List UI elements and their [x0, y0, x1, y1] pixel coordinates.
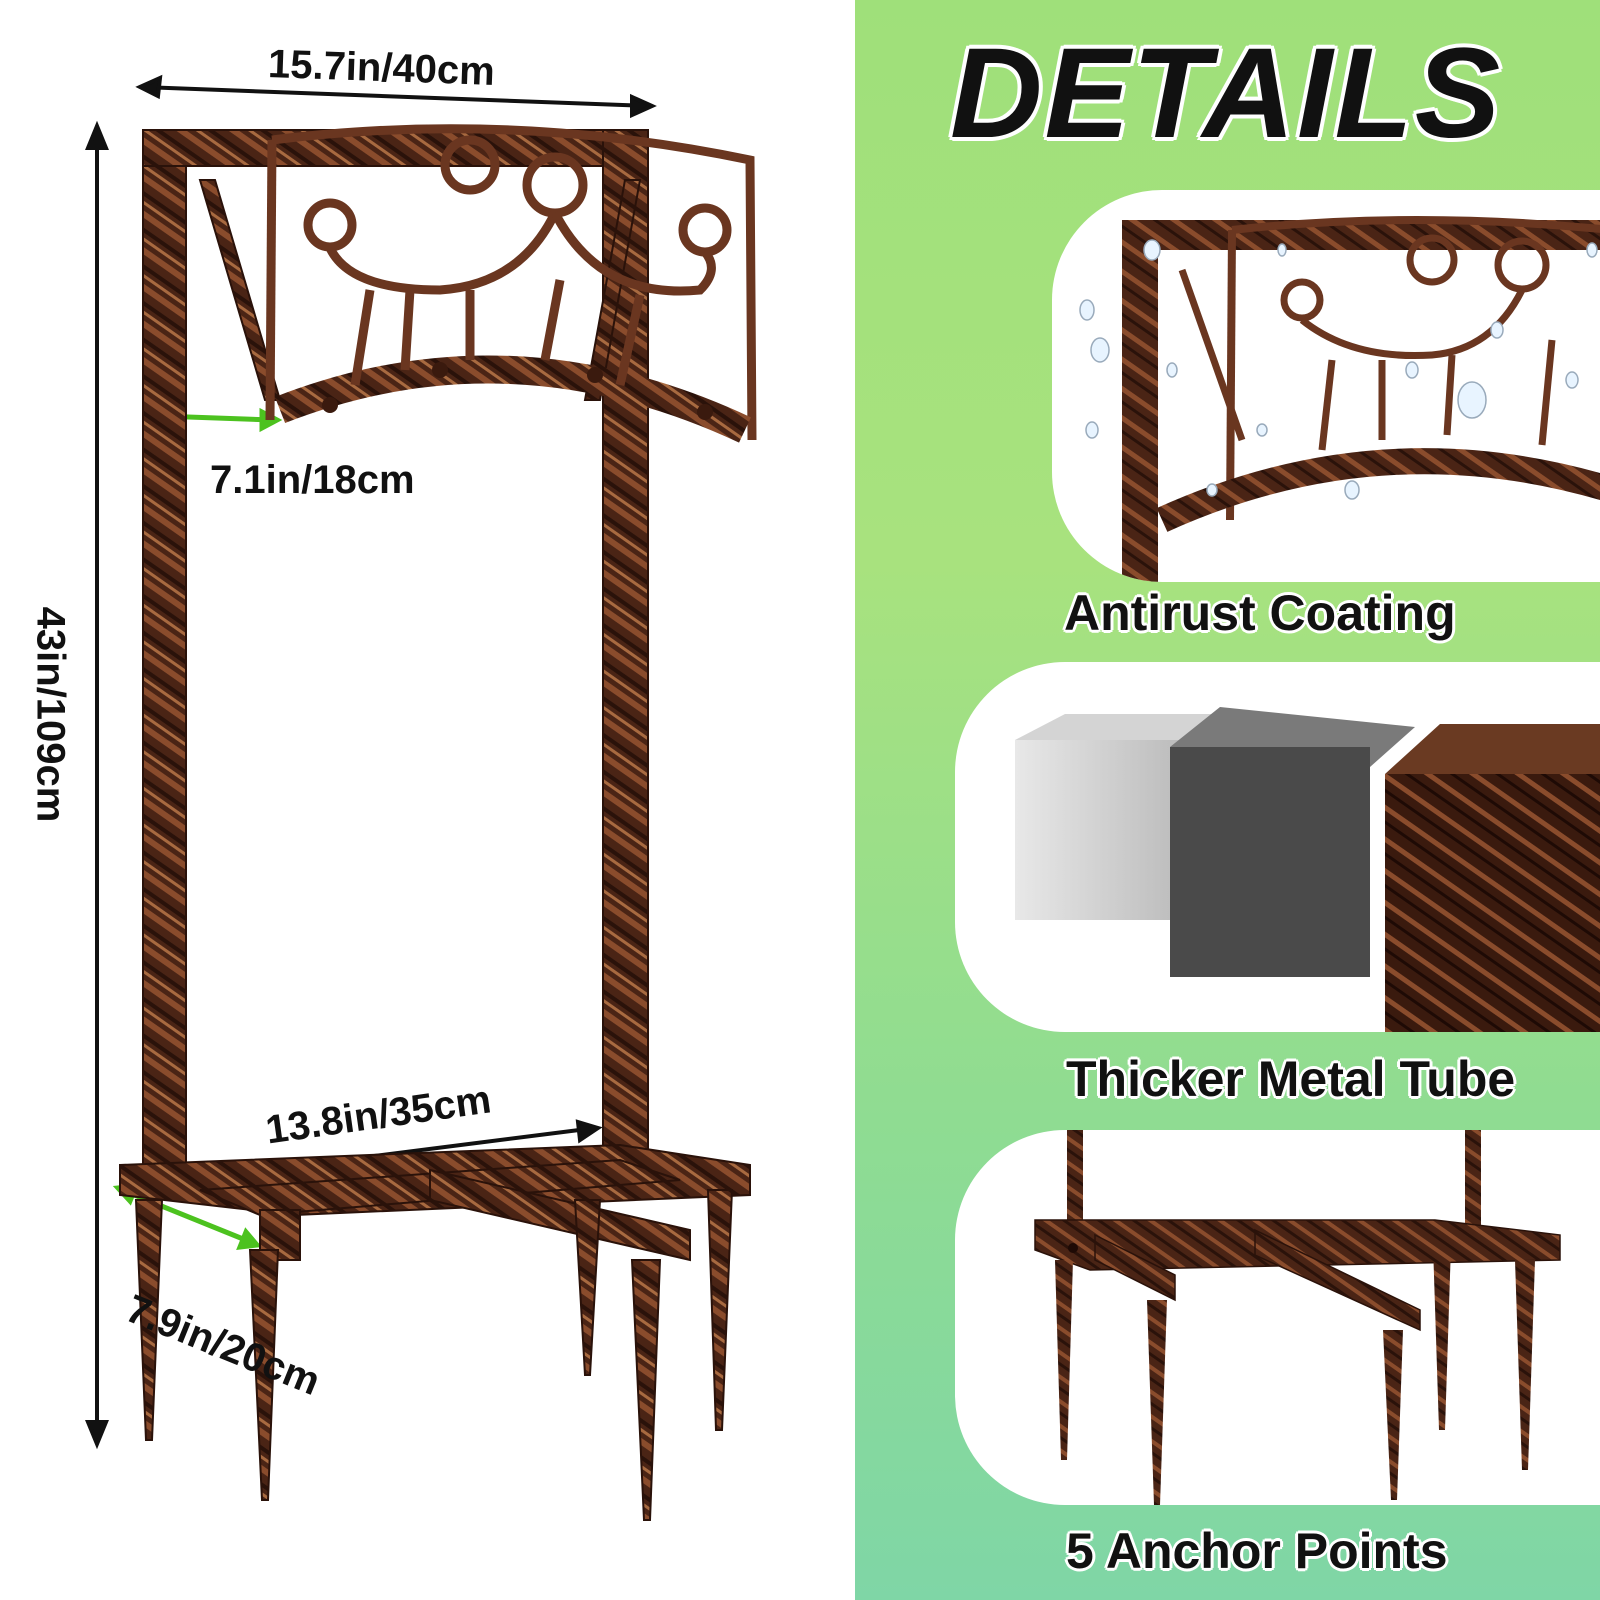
- feature-card-metal-tube: [955, 662, 1600, 1032]
- feature-label-anchor-points: 5 Anchor Points: [1066, 1523, 1448, 1579]
- feature-label-antirust: Antirust Coating: [1064, 585, 1456, 641]
- green-dimension-arrows: [112, 403, 283, 1250]
- stakes: [134, 1189, 734, 1521]
- page-title: DETAILS: [950, 22, 1503, 165]
- feature-card-anchor-points: [955, 1130, 1600, 1505]
- water-droplets-icon: [1079, 216, 1600, 582]
- square-tube-icon: [1015, 707, 1600, 1032]
- hook-bolts: [322, 362, 713, 420]
- hose-holder-illustration: [85, 74, 757, 1521]
- width-top-label: 15.7in/40cm: [267, 42, 496, 94]
- height-label: 43in/109cm: [28, 606, 73, 823]
- base: [119, 1143, 751, 1262]
- hose-hook: [265, 124, 757, 443]
- feature-card-antirust: [1052, 190, 1600, 582]
- hook-depth-label: 7.1in/18cm: [210, 458, 415, 502]
- feature-label-metal-tube: Thicker Metal Tube: [1066, 1051, 1516, 1107]
- ground-stake-icon: [1034, 1130, 1561, 1505]
